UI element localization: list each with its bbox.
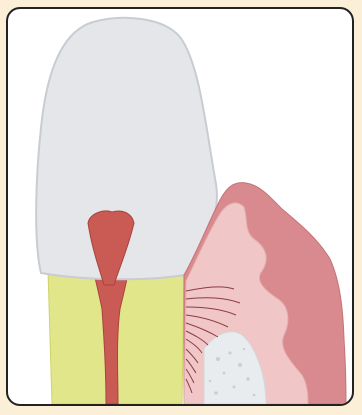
- illustration-frame: [6, 7, 354, 406]
- tooth-illustration: [8, 9, 352, 404]
